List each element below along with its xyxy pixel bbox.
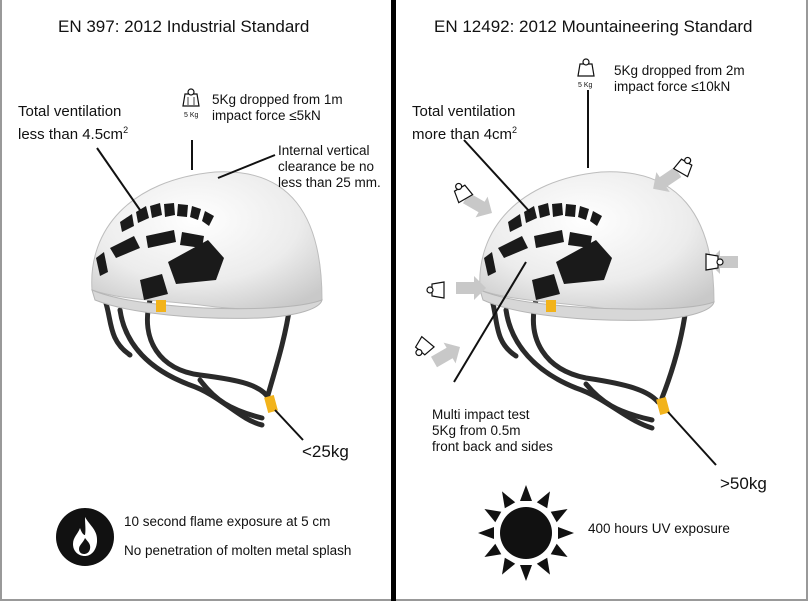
uv-exposure-label: 400 hours UV exposure	[588, 521, 730, 536]
impact-arrow-top-right	[653, 167, 682, 193]
industrial-standard-title: EN 397: 2012 Industrial Standard	[58, 17, 310, 36]
panel-divider	[391, 0, 396, 601]
ventilation-label: Total ventilation more than 4cm2	[412, 103, 518, 143]
helmet-shell	[91, 171, 323, 310]
weight-5kg-icon-left	[426, 281, 445, 299]
molten-metal-label: No penetration of molten metal splash	[124, 543, 352, 558]
frame-bottom-edge	[0, 599, 808, 601]
weight-5kg-icon-upper-left	[453, 182, 474, 204]
clearance-label: Internal vertical clearance be no less t…	[278, 143, 381, 190]
helmet-vents	[484, 203, 612, 300]
weight-5kg-icon-right	[705, 253, 724, 271]
multi-impact-label: Multi impact test 5Kg from 0.5m front ba…	[432, 407, 553, 454]
weight-label: 5 Kg	[184, 112, 199, 119]
flame-exposure-label: 10 second flame exposure at 5 cm	[124, 514, 331, 529]
flame-icon	[56, 508, 114, 566]
sun-icon	[478, 485, 574, 581]
impact-arrow-left	[456, 276, 486, 300]
mountaineering-standard-panel: EN 12492: 2012 Mountaineering Standard	[396, 0, 808, 601]
frame-left-edge	[0, 0, 2, 601]
frame-right-edge	[806, 0, 808, 601]
harness-straps	[489, 297, 689, 431]
ventilation-label: Total ventilation less than 4.5cm2	[18, 103, 129, 143]
drop-test-label: 5Kg dropped from 2m impact force ≤10kN	[614, 63, 745, 94]
weight-5kg-icon	[577, 58, 595, 77]
chinstrap-force-label: <25kg	[302, 442, 349, 461]
drop-test-label: 5Kg dropped from 1m impact force ≤5kN	[212, 92, 343, 123]
industrial-helmet-diagram: 5 Kg	[56, 88, 323, 566]
impact-arrow-upper-left	[463, 192, 492, 218]
helmet-vents	[96, 203, 224, 300]
impact-arrow-lower-left	[431, 342, 460, 368]
harness-straps	[102, 297, 293, 428]
chinstrap-buckle	[264, 394, 278, 414]
mountaineering-helmet-diagram: 5 Kg	[414, 58, 738, 581]
mountaineering-standard-title: EN 12492: 2012 Mountaineering Standard	[434, 17, 753, 36]
helmet-clip	[546, 300, 556, 312]
helmet-clip	[156, 300, 166, 312]
industrial-standard-panel: EN 397: 2012 Industrial Standard	[0, 0, 392, 601]
weight-5kg-icon-top-right	[672, 156, 693, 178]
chinstrap-force-label: >50kg	[720, 474, 767, 493]
chinstrap-buckle	[656, 396, 670, 416]
weight-5kg-icon-lower-left	[414, 335, 435, 357]
weight-5kg-icon	[182, 88, 200, 107]
weight-label: 5 Kg	[578, 82, 593, 89]
